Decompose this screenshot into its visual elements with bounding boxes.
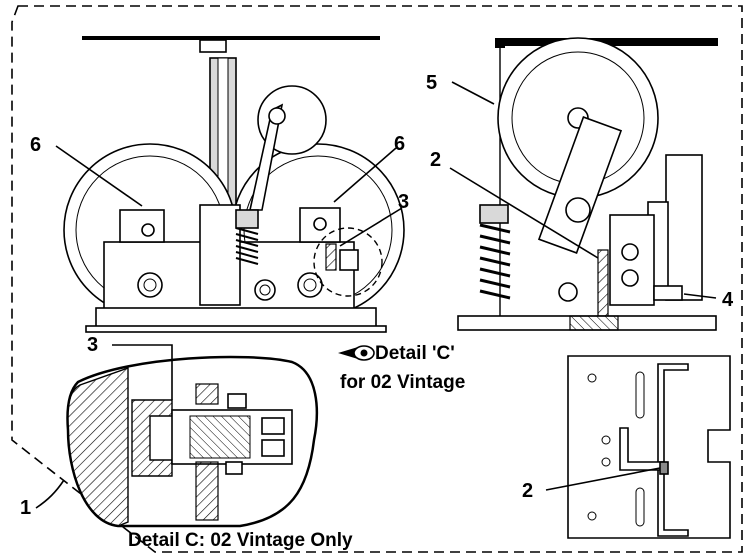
dashed-boundary	[11, 5, 743, 553]
callout-4: 4	[722, 289, 734, 311]
callout-2-right: 2	[430, 149, 441, 171]
callout-5: 5	[426, 72, 437, 94]
callout-2-plate: 2	[522, 480, 533, 502]
callout-1: 1	[20, 497, 31, 519]
detail-c-cross-section	[66, 355, 319, 528]
front-view-assembly	[63, 36, 405, 333]
detail-title: Detail C: 02 Vintage Only	[128, 530, 353, 551]
plate-view	[567, 355, 731, 539]
callout-6-right: 6	[394, 133, 405, 155]
callout-6-left: 6	[30, 134, 41, 156]
callout-3-detail: 3	[87, 334, 98, 356]
leader-lines	[35, 81, 717, 509]
side-view-assembly	[457, 37, 718, 331]
eye-icon	[338, 345, 375, 361]
callout-3-main: 3	[398, 191, 409, 213]
detail-ref-line2: for 02 Vintage	[340, 372, 465, 393]
detail-ref-line1: Detail 'C'	[375, 343, 455, 364]
